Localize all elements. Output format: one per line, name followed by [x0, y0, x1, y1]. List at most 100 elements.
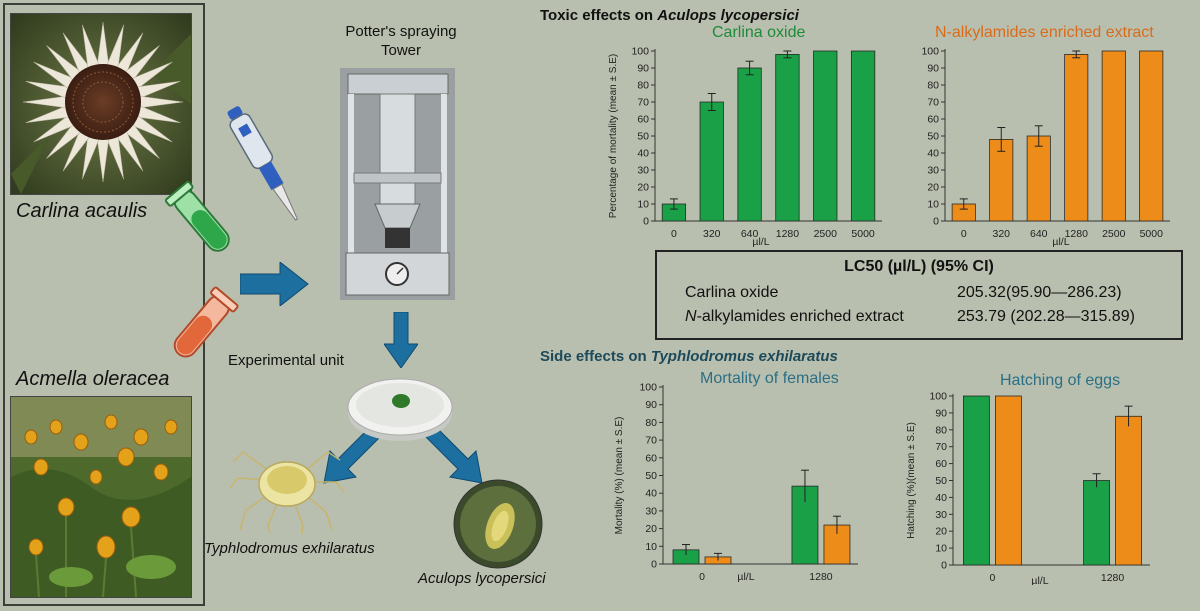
- bar: [737, 67, 762, 222]
- bar: [775, 53, 800, 222]
- arrow-right-icon: [240, 262, 309, 306]
- y-tick-label: 40: [935, 492, 947, 504]
- y-tick-label: 90: [645, 399, 657, 411]
- carlina-label: Carlina acaulis: [16, 200, 148, 222]
- aculops-mite-icon: [453, 479, 543, 569]
- y-tick-label: 50: [637, 131, 649, 143]
- bar: [699, 101, 724, 222]
- x-axis-label: µl/L: [752, 236, 769, 248]
- y-tick-label: 90: [927, 63, 939, 75]
- y-axis-label: Mortality (%) (mean ± S.E): [614, 417, 625, 535]
- x-tick-label: 640: [1030, 228, 1048, 240]
- experimental-unit-label: Experimental unit: [228, 352, 344, 369]
- x-tick-label: 320: [992, 228, 1010, 240]
- y-tick-label: 20: [637, 182, 649, 194]
- y-tick-label: 20: [645, 523, 657, 535]
- y-tick-label: 100: [929, 391, 947, 403]
- y-tick-label: 10: [645, 541, 657, 553]
- bar: [1139, 50, 1164, 222]
- y-tick-label: 100: [639, 382, 657, 394]
- chart1-title: Carlina oxide: [712, 24, 806, 41]
- y-tick-label: 40: [637, 148, 649, 160]
- y-tick-label: 70: [637, 97, 649, 109]
- y-tick-label: 50: [935, 475, 947, 487]
- x-tick-label: 320: [703, 228, 721, 240]
- chart4-title: Hatching of eggs: [1000, 372, 1121, 389]
- y-tick-label: 30: [935, 509, 947, 521]
- y-tick-label: 80: [645, 417, 657, 429]
- toxic-effects-title: Toxic effects on Aculops lycopersici: [540, 7, 799, 24]
- y-tick-label: 90: [935, 407, 947, 419]
- y-tick-label: 0: [933, 216, 939, 228]
- bar: [1101, 50, 1126, 222]
- lc50-row2-name: N-alkylamides enriched extract: [685, 308, 904, 326]
- carlina-photo: [10, 13, 192, 195]
- x-tick-label: 1280: [1101, 572, 1125, 584]
- acmella-photo: [10, 396, 192, 598]
- tower-title: Potter's spraying Tower: [345, 23, 457, 59]
- petri-dish-icon: [347, 378, 453, 441]
- y-tick-label: 10: [935, 543, 947, 555]
- y-tick-label: 40: [645, 488, 657, 500]
- y-tick-label: 10: [927, 199, 939, 211]
- y-axis-label: Percentage of mortality (mean ± S.E): [608, 54, 619, 218]
- toxic-title-species: Aculops lycopersici: [657, 7, 799, 24]
- lc50-title: LC50 (µl/L) (95% CI): [844, 258, 994, 275]
- y-tick-label: 50: [645, 470, 657, 482]
- x-axis-label: µl/L: [1052, 236, 1069, 248]
- y-tick-label: 60: [935, 458, 947, 470]
- lc50-row1-name: Carlina oxide: [685, 284, 779, 301]
- x-axis-label: µl/L: [737, 571, 754, 583]
- y-tick-label: 0: [651, 559, 657, 571]
- y-tick-label: 80: [927, 80, 939, 92]
- arrow-down-icon: [384, 312, 418, 368]
- x-tick-label: 0: [961, 228, 967, 240]
- bar: [963, 395, 990, 566]
- y-tick-label: 60: [637, 114, 649, 126]
- y-tick-label: 70: [645, 435, 657, 447]
- green-test-tube-icon: [165, 180, 230, 252]
- y-tick-label: 0: [941, 560, 947, 572]
- y-tick-label: 90: [637, 63, 649, 75]
- x-tick-label: 0: [989, 572, 995, 584]
- y-tick-label: 10: [637, 199, 649, 211]
- x-tick-label: 5000: [851, 228, 875, 240]
- x-tick-label: 2500: [814, 228, 838, 240]
- y-tick-label: 100: [631, 46, 649, 58]
- y-tick-label: 60: [927, 114, 939, 126]
- bar: [1064, 53, 1089, 222]
- lc50-row2-name-italic: N: [685, 308, 697, 325]
- y-tick-label: 40: [927, 148, 939, 160]
- y-tick-label: 70: [935, 441, 947, 453]
- bar: [813, 50, 838, 222]
- acmella-label: Acmella oleracea: [16, 368, 170, 390]
- bar: [1083, 480, 1110, 566]
- bar: [1026, 135, 1051, 222]
- x-tick-label: 1280: [809, 571, 833, 583]
- orange-test-tube-icon: [173, 286, 239, 358]
- bar: [850, 50, 876, 222]
- side-title-prefix: Side effects on: [540, 348, 651, 365]
- y-axis-label: Hatching (%)(mean ± S.E): [906, 422, 917, 539]
- y-tick-label: 70: [927, 97, 939, 109]
- y-tick-label: 0: [643, 216, 649, 228]
- y-tick-label: 80: [935, 424, 947, 436]
- chart3-title: Mortality of females: [700, 370, 839, 387]
- toxic-title-prefix: Toxic effects on: [540, 7, 658, 24]
- y-tick-label: 20: [935, 526, 947, 538]
- plants-panel: [3, 3, 205, 606]
- lc50-row1-value: 205.32(95.90—286.23): [957, 284, 1122, 301]
- lc50-table: LC50 (µl/L) (95% CI) Carlina oxide 205.3…: [655, 250, 1183, 340]
- bar: [1115, 415, 1142, 566]
- y-tick-label: 50: [927, 131, 939, 143]
- aculops-label: Aculops lycopersici: [418, 570, 546, 587]
- pipette-icon: [227, 106, 299, 221]
- x-tick-label: 1280: [776, 228, 800, 240]
- typhlodromus-mite-icon: [229, 451, 345, 535]
- side-title-species: Typhlodromus exhilaratus: [650, 348, 838, 365]
- x-axis-label: µl/L: [1031, 575, 1048, 585]
